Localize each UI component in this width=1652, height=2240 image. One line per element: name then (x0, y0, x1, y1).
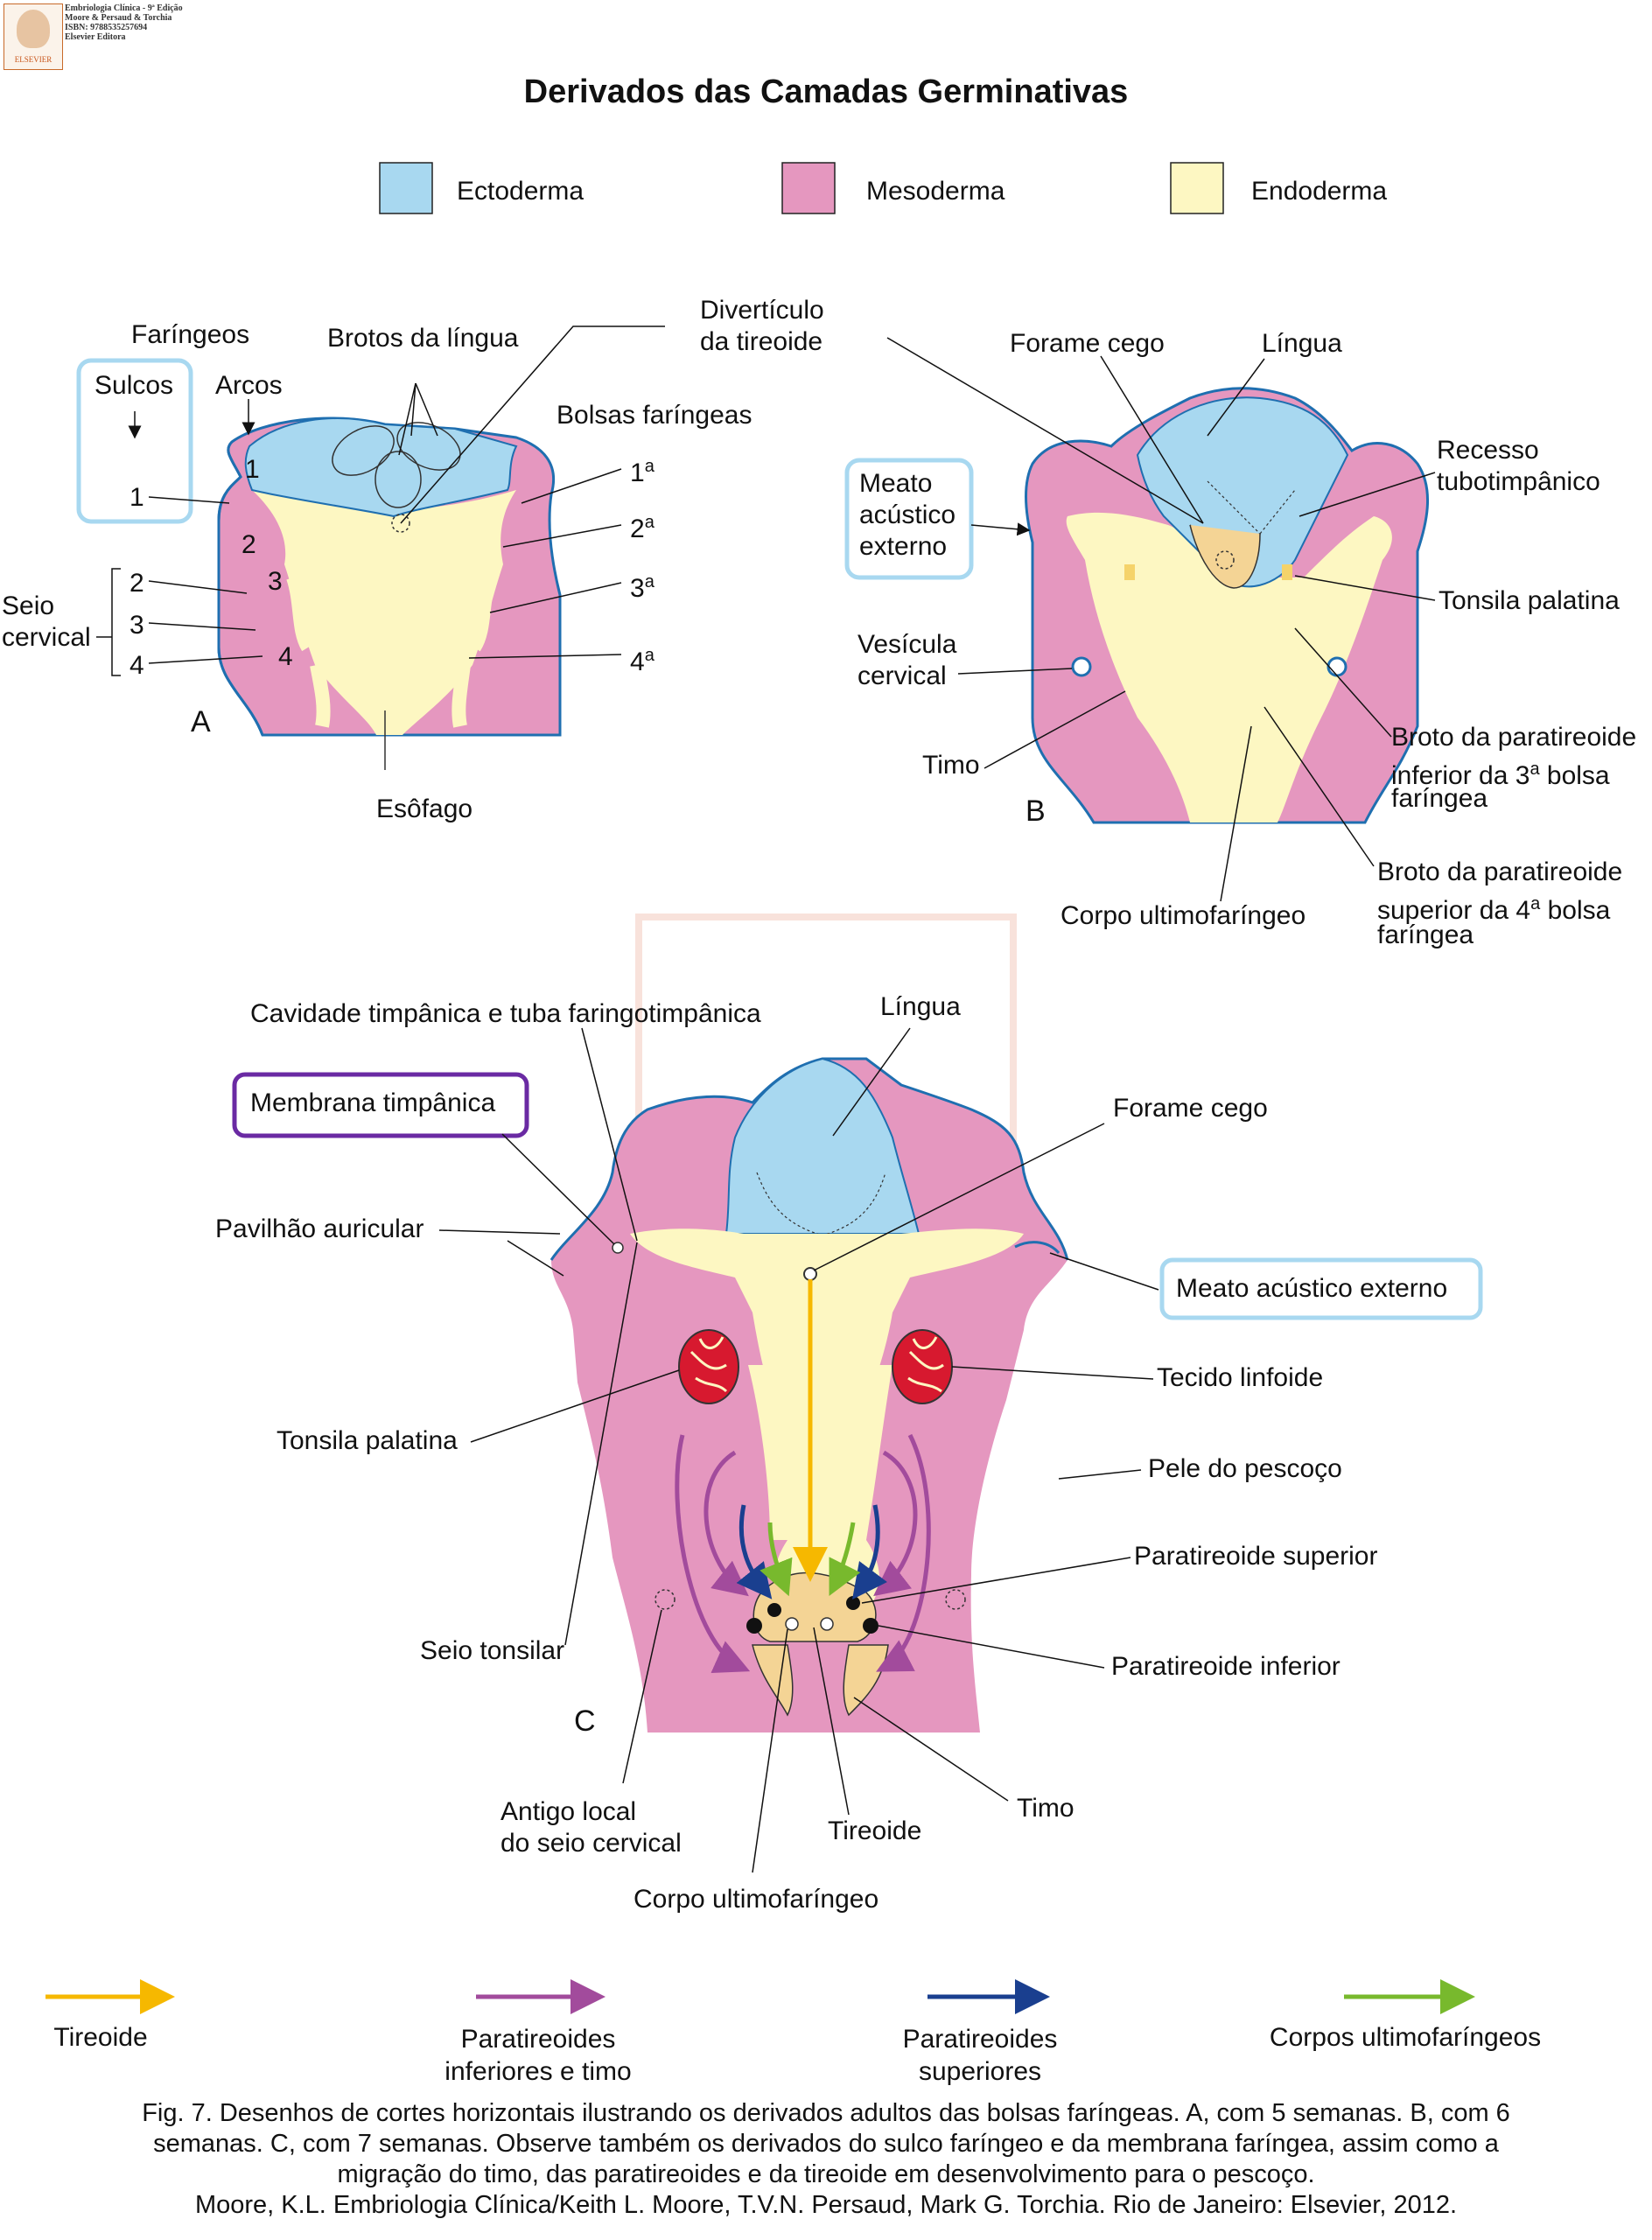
legend-label-line: superiores (918, 2057, 1042, 2086)
label-vesicula-2: cervical (858, 662, 947, 690)
meato-box-b (844, 458, 974, 580)
panel-c-drawing (232, 1027, 1483, 1873)
label-recesso-1: Recesso (1437, 436, 1539, 465)
legend-label-line: inferiores e timo (444, 2057, 632, 2086)
caption-line: semanas. C, com 7 semanas. Observe també… (153, 2130, 1499, 2158)
label-seio-2: cervical (2, 623, 91, 652)
label-timo-b: Timo (922, 751, 980, 780)
panel-c-letter: C (574, 1704, 596, 1738)
legend-label-corpos-ultimofaringeos: Corpos ultimofaríngeos (1256, 2023, 1554, 2053)
label-tecido: Tecido linfoide (1157, 1363, 1324, 1392)
panel-a-drawing (76, 326, 665, 770)
label-seio-tonsilar: Seio tonsilar (420, 1636, 565, 1665)
label-forame-cego-b: Forame cego (1010, 329, 1165, 358)
label-broto-sup-1: Broto da paratireoide (1377, 858, 1623, 886)
tree-icon (17, 10, 50, 48)
legend-ectoderma: Ectoderma (457, 177, 584, 206)
membrana-box (232, 1072, 529, 1138)
legend-label-paratireoides-superiores: Paratireoides superiores (875, 2023, 1085, 2088)
legend-label-line: Tireoide (53, 2023, 148, 2052)
label-tonsila-c: Tonsila palatina (276, 1426, 458, 1455)
label-membrana: Membrana timpânica (250, 1088, 496, 1117)
label-seio-1: Seio (2, 592, 55, 620)
groove-3: 3 (130, 611, 144, 640)
label-tonsila-b: Tonsila palatina (1438, 586, 1620, 615)
label-brotos-lingua: Brotos da língua (327, 324, 519, 353)
panel-b-letter: B (1026, 794, 1046, 828)
caption-line: migração do timo, das paratireoides e da… (337, 2160, 1315, 2188)
label-diverticulo-2: da tireoide (700, 327, 823, 356)
label-meato-c: Meato acústico externo (1176, 1274, 1448, 1303)
legend-label-line: Paratireoides (460, 2025, 616, 2054)
pouch-2: 2a (630, 513, 654, 543)
publisher-line: ISBN: 9788535257694 (65, 23, 148, 32)
page-title: Derivados das Camadas Germinativas (523, 74, 1129, 110)
label-recesso-2: tubotimpânico (1437, 467, 1600, 496)
logo-text: ELSEVIER (14, 55, 52, 64)
legend-label-paratireoides-inferiores: Paratireoides inferiores e timo (420, 2023, 656, 2088)
label-tireoide-c: Tireoide (828, 1816, 922, 1845)
legend-mesoderma: Mesoderma (866, 177, 1005, 206)
elsevier-logo: ELSEVIER (4, 4, 63, 70)
groove-2: 2 (130, 569, 144, 598)
label-antigo-2: do seio cervical (500, 1829, 682, 1858)
label-para-sup: Paratireoide superior (1134, 1542, 1378, 1571)
label-forame-cego-c: Forame cego (1113, 1094, 1268, 1123)
pouch-1: 1a (630, 457, 654, 487)
label-broto-inf-1: Broto da paratireoide (1391, 723, 1637, 752)
label-vesicula-1: Vesícula (858, 630, 957, 659)
label-arcos: Arcos (215, 371, 283, 400)
label-broto-sup-3: faríngea (1377, 920, 1474, 949)
panel-a-letter: A (191, 705, 211, 738)
label-broto-sup-2: superior da 4a bolsa (1377, 894, 1611, 925)
publisher-line: Elsevier Editora (65, 32, 126, 42)
label-esofago: Esôfago (376, 794, 473, 823)
groove-4: 4 (130, 651, 144, 680)
legend-endoderma: Endoderma (1251, 177, 1388, 206)
label-bolsas: Bolsas faríngeas (556, 401, 752, 430)
figure-caption: Fig. 7. Desenhos de cortes horizontais i… (26, 2098, 1626, 2221)
label-lingua-b: Língua (1262, 329, 1342, 358)
arch-4: 4 (278, 642, 293, 671)
legend-label-line: Corpos ultimofaríngeos (1269, 2023, 1542, 2052)
arch-2: 2 (242, 530, 256, 559)
panel-b-drawing (844, 337, 1436, 902)
pouch-3: 3a (630, 572, 654, 603)
label-meato-1: Meato (859, 469, 933, 498)
label-antigo-1: Antigo local (500, 1797, 637, 1826)
label-corpo-c: Corpo ultimofaríngeo (634, 1885, 879, 1914)
label-pele: Pele do pescoço (1148, 1454, 1342, 1483)
label-broto-inf-3: faríngea (1391, 784, 1488, 813)
label-timo-c: Timo (1017, 1794, 1074, 1823)
label-corpo-b: Corpo ultimofaríngeo (1060, 901, 1306, 930)
arch-1: 1 (245, 455, 260, 484)
swatch-mesoderma (781, 162, 836, 214)
label-broto-inf-2: inferior da 3a bolsa (1391, 760, 1610, 790)
swatch-ectoderma (379, 162, 433, 214)
meato-box-c (1159, 1257, 1483, 1320)
legend-label-tireoide: Tireoide (26, 2023, 175, 2053)
label-para-inf: Paratireoide inferior (1111, 1652, 1340, 1681)
label-lingua-c: Língua (880, 992, 961, 1021)
label-meato-3: externo (859, 532, 948, 561)
legend-label-line: Paratireoides (902, 2025, 1058, 2054)
caption-line: Fig. 7. Desenhos de cortes horizontais i… (142, 2099, 1510, 2127)
label-diverticulo-1: Divertículo (700, 296, 824, 325)
publisher-line: Embriologia Clínica - 9ª Edição (65, 4, 183, 13)
groove-1: 1 (130, 483, 144, 512)
caption-line: Moore, K.L. Embriologia Clínica/Keith L.… (194, 2191, 1458, 2219)
pouch-4: 4a (630, 646, 654, 676)
arch-3: 3 (268, 567, 283, 596)
label-faringeos: Faríngeos (131, 320, 250, 349)
label-meato-2: acústico (859, 500, 956, 529)
label-sulcos: Sulcos (94, 371, 174, 400)
publisher-line: Moore & Persaud & Torchia (65, 13, 172, 23)
label-pavilhao: Pavilhão auricular (215, 1214, 424, 1243)
sulcos-box (76, 358, 193, 524)
publisher-info: Embriologia Clínica - 9ª Edição Moore & … (65, 4, 183, 42)
swatch-endoderma (1170, 162, 1224, 214)
label-cavidade: Cavidade timpânica e tuba faringotimpâni… (250, 999, 761, 1028)
